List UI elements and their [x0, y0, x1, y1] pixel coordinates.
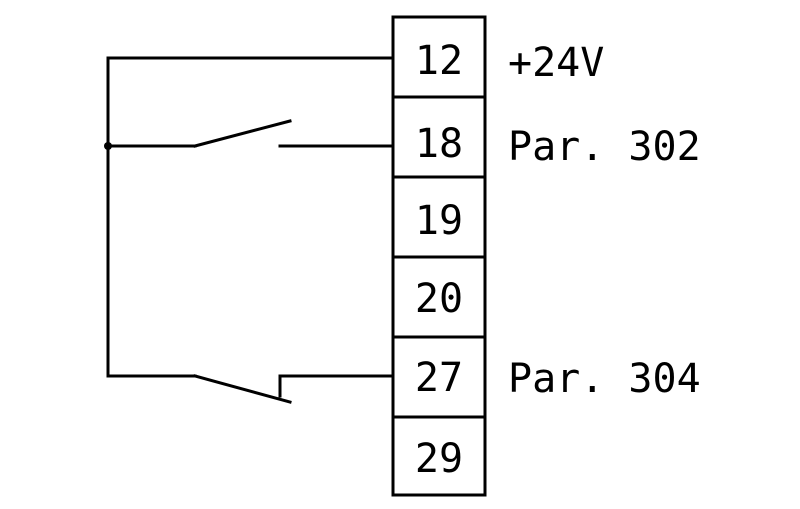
terminal-box-18	[391, 95, 487, 179]
terminal-box-20	[391, 255, 487, 339]
terminal-number-20: 20	[415, 276, 463, 322]
switch-27-blade	[193, 374, 292, 404]
terminal-label-18: Par. 302	[508, 124, 701, 170]
terminal-strip: 12 18 19 20 27 29	[391, 15, 487, 497]
switch-18-blade	[193, 119, 292, 148]
terminal-number-12: 12	[415, 38, 463, 84]
terminal-label-12: +24V	[508, 40, 604, 86]
terminal-number-27: 27	[415, 355, 463, 401]
terminal-label-27: Par. 304	[508, 356, 701, 402]
terminal-number-18: 18	[415, 121, 463, 167]
terminal-box-29	[391, 415, 487, 497]
terminal-number-29: 29	[415, 436, 463, 482]
terminal-number-19: 19	[415, 198, 463, 244]
